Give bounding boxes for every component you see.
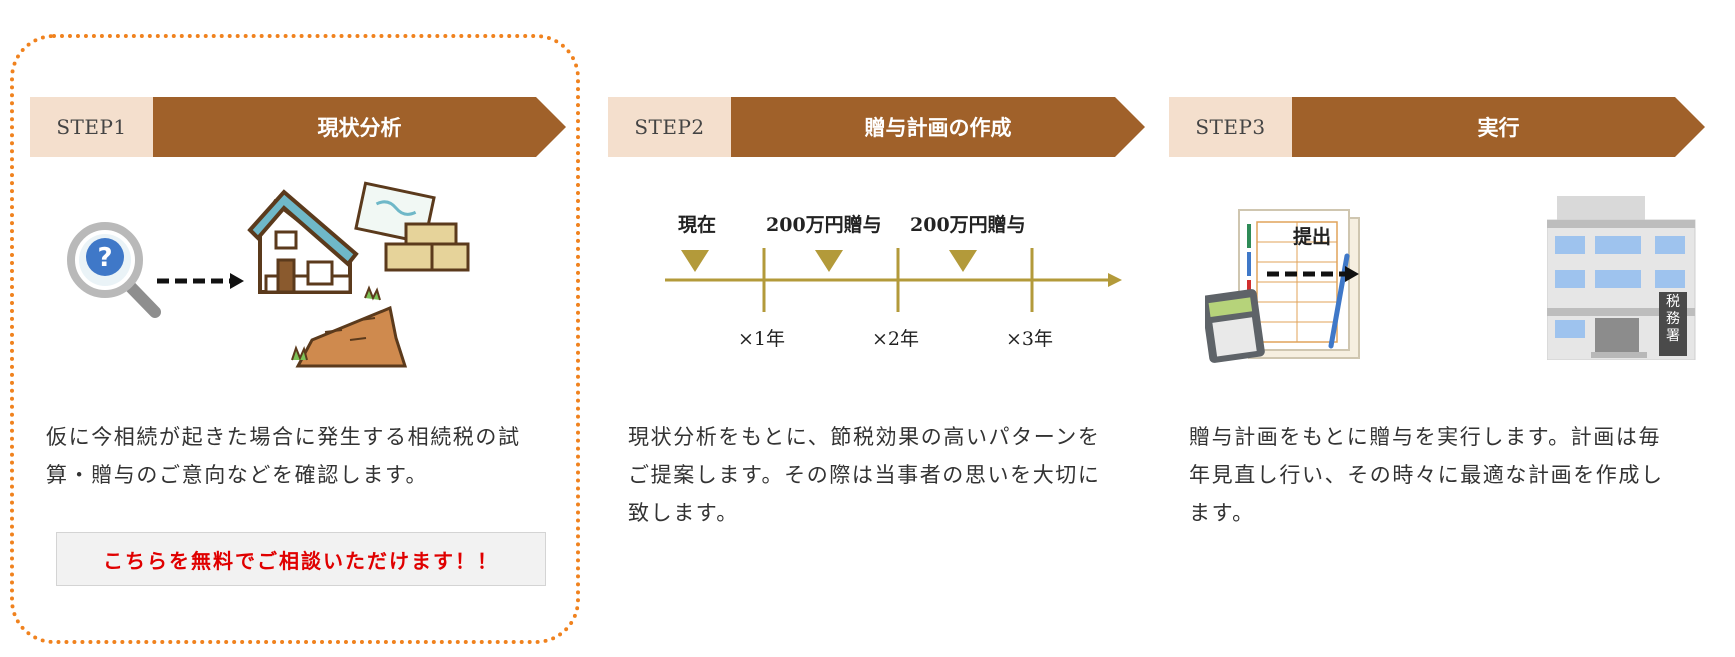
timeline-arrowhead [1108, 273, 1122, 287]
house-icon [247, 189, 359, 294]
tax-office-sign-char: 署 [1666, 328, 1680, 344]
timeline-year-2: ×2年 [872, 328, 920, 350]
submit-label: 提出 [1293, 226, 1332, 248]
free-consultation-button[interactable]: こちらを無料でご相談いただけます！！ [56, 532, 546, 586]
money-icon [354, 181, 470, 272]
step3-tag: STEP3 [1169, 97, 1292, 157]
step1-header: STEP1 現状分析 [30, 97, 566, 157]
timeline-marker [815, 250, 843, 272]
timeline-label-gift-1: 200万円贈与 [766, 214, 882, 236]
step2-header: STEP2 贈与計画の作成 [608, 97, 1145, 157]
magnifier-icon: ? [67, 222, 161, 318]
step3-desc-line: ます。 [1189, 501, 1255, 525]
timeline-label-gift-2: 200万円贈与 [910, 214, 1026, 236]
step2-desc-line: 現状分析をもとに、節税効果の高いパターンを [628, 425, 1101, 449]
step2-desc-line: ご提案します。その際は当事者の思いを大切に [628, 463, 1101, 487]
calculator-icon [1205, 289, 1265, 363]
step1-desc-line: 仮に今相続が起きた場合に発生する相続税の試 [46, 425, 521, 449]
step1-illustration: ? [67, 181, 470, 368]
step3-desc-line: 年見直し行い、その時々に最適な計画を作成し [1189, 463, 1664, 487]
timeline-label-now: 現在 [678, 214, 717, 236]
tax-office-sign-char: 税 [1666, 294, 1680, 310]
step3-panel: STEP3 実行 提出 [1165, 0, 1735, 657]
step3-desc-line: 贈与計画をもとに贈与を実行します。計画は毎 [1189, 425, 1662, 449]
step2-panel: STEP2 贈与計画の作成 現在 200万円贈与 200万円贈与 ×1年 ×2年… [600, 0, 1165, 657]
step1-tag: STEP1 [30, 97, 153, 157]
timeline-year-3: ×3年 [1006, 328, 1054, 350]
tax-office-sign-char: 務 [1666, 311, 1680, 327]
arrow-icon [157, 273, 244, 289]
tax-documents-illustration [1205, 209, 1360, 363]
step2-tag: STEP2 [608, 97, 731, 157]
step3-title: 実行 [1292, 97, 1705, 157]
tax-form-icon [1238, 209, 1360, 359]
timeline-marker [681, 250, 709, 272]
step1-title: 現状分析 [153, 97, 566, 157]
step1-desc-line: 算・贈与のご意向などを確認します。 [46, 463, 429, 487]
tax-office-icon [1547, 196, 1696, 360]
land-icon [291, 285, 408, 368]
tax-office-sign: 税 務 署 [1659, 294, 1687, 345]
arrow-icon [1267, 266, 1359, 282]
gift-timeline [665, 248, 1122, 312]
step2-description: 現状分析をもとに、節税効果の高いパターンを ご提案します。その際は当事者の思いを… [628, 418, 1148, 532]
timeline-marker [949, 250, 977, 272]
highlight-frame [10, 34, 580, 644]
timeline-year-1: ×1年 [738, 328, 786, 350]
step1-panel: STEP1 現状分析 ? [0, 0, 600, 657]
svg-text:?: ? [97, 243, 112, 273]
step3-description: 贈与計画をもとに贈与を実行します。計画は毎 年見直し行い、その時々に最適な計画を… [1189, 418, 1709, 532]
step1-description: 仮に今相続が起きた場合に発生する相続税の試 算・贈与のご意向などを確認します。 [46, 418, 566, 494]
step2-title: 贈与計画の作成 [731, 97, 1145, 157]
step3-header: STEP3 実行 [1169, 97, 1705, 157]
step2-desc-line: 致します。 [628, 501, 739, 525]
